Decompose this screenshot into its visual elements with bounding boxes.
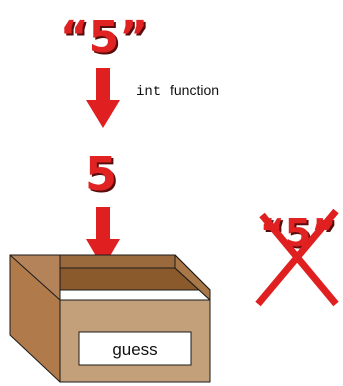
int-value-label: 5: [85, 147, 117, 201]
down-arrow-icon: [86, 207, 120, 268]
down-arrow-icon: [86, 68, 120, 128]
conversion-keyword: int: [136, 84, 161, 100]
rejected-value-label: “5”: [260, 211, 336, 255]
cross-out-icon: [255, 208, 339, 307]
string-value-label: “5”: [60, 12, 148, 63]
conversion-caption: int function: [136, 82, 219, 100]
conversion-word: function: [170, 82, 219, 98]
variable-name-label: guess: [112, 340, 157, 359]
variable-name-tag: guess: [78, 331, 192, 366]
